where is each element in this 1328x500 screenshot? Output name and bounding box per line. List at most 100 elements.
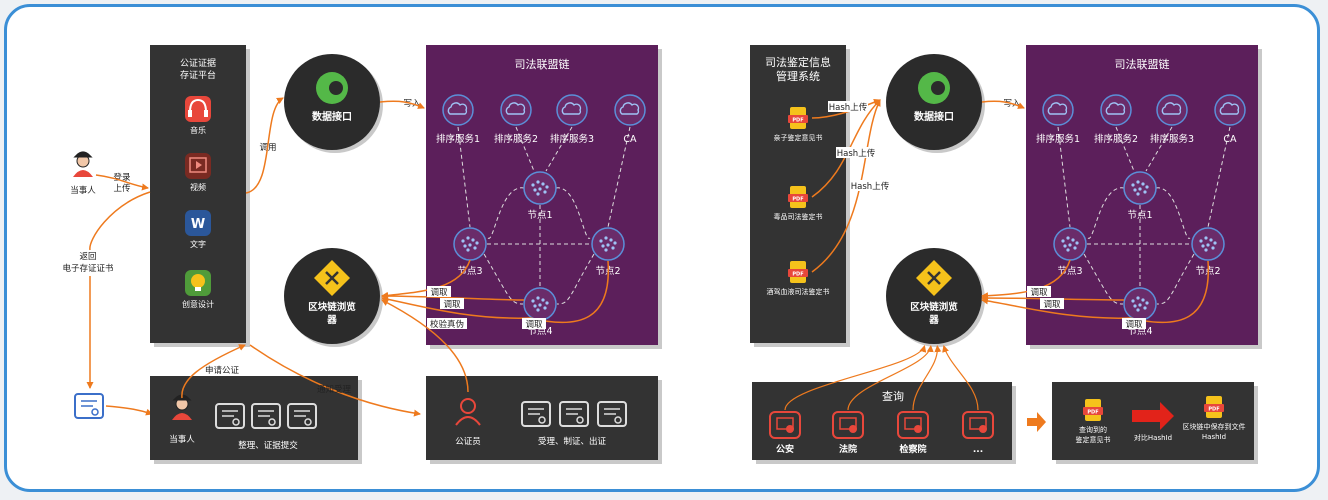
pdf-doc-label: 毒品司法鉴定书: [774, 212, 823, 221]
agency-police-frame: [769, 411, 801, 439]
right-node-icon: [1123, 171, 1157, 205]
video-frame: [189, 157, 207, 173]
agency-label: 公安: [776, 443, 794, 455]
lightbulb-base: [195, 287, 201, 291]
left-diamond-x: [325, 271, 339, 285]
right-node-icon-dot: [1138, 187, 1142, 191]
queried-pdf-icon-band: [1083, 407, 1103, 415]
upload-label: 上传: [113, 183, 131, 194]
right-link-s2-n1: [1115, 126, 1135, 172]
right-node-icon-dot: [1131, 183, 1135, 187]
party-label: 当事人: [70, 185, 96, 196]
left-link-s2-n1: [515, 126, 535, 172]
right-node-icon-dot: [1136, 296, 1140, 300]
right-node-icon-dot: [1213, 241, 1217, 245]
arrow-agency-explorer: [847, 345, 934, 411]
left-service-label: 排序服务3: [550, 133, 594, 145]
headphones-band: [189, 98, 207, 113]
agency-procuratorate-badge: [914, 425, 922, 433]
arrow-party-platform: [95, 174, 149, 191]
pdf-doc-icon: PDF: [788, 186, 808, 208]
left-service-cloud-icon: [556, 94, 588, 126]
agency-court-frame: [832, 411, 864, 439]
right-node-icon-dot: [1141, 298, 1145, 302]
read-label: 调取: [1043, 300, 1061, 310]
right-node-icon: [1053, 227, 1087, 261]
arrow-notary-explorer: [381, 299, 469, 393]
pdf-doc-icon-band: [788, 194, 808, 202]
lightbulb-bulb: [191, 274, 205, 288]
agency-procuratorate-screen: [904, 417, 922, 430]
right-explorer-label: 区块链浏览: [910, 301, 958, 313]
platform-item-label: 音乐: [190, 125, 206, 135]
right-node-icon-dot: [1061, 239, 1065, 243]
left-node-icon-dot: [541, 298, 545, 302]
left-service-cloud-icon: [614, 94, 646, 126]
left-node-icon-dot: [538, 187, 542, 191]
read-label-bg: [1040, 298, 1064, 309]
right-node-icon-dot: [1209, 238, 1213, 242]
right-service-label: 排序服务1: [1036, 133, 1080, 145]
left-service-cloud-icon-ring: [614, 94, 646, 126]
left-node-icon-dot: [604, 248, 608, 252]
right-node-icon-dot: [1071, 238, 1075, 242]
left-node-icon-dot: [609, 238, 613, 242]
left-service-cloud-icon: [442, 94, 474, 126]
left-node-icon-dot: [463, 244, 467, 248]
read-label-bg: [440, 298, 464, 309]
right-service-cloud-icon: [1156, 94, 1188, 126]
notary-doc-icon-seal: [614, 416, 622, 424]
evidence-doc-icon-seal: [232, 418, 240, 426]
left-link-s1-n3: [457, 126, 471, 228]
arrow-interface-chain-right: [981, 100, 1025, 109]
agency-procuratorate-frame: [897, 411, 929, 439]
left-node-icon-dot: [538, 303, 542, 307]
notary-person-icon: [455, 398, 481, 426]
platform-item-label: 文字: [190, 239, 206, 249]
right-data-interface: 数据接口: [886, 54, 985, 153]
left-node-icon-dot: [541, 182, 545, 186]
right-node-icon-dot: [1066, 236, 1070, 240]
verify-label-bg: [427, 318, 467, 329]
right-service-cloud-icon-glyph: [1161, 102, 1182, 115]
notary-doc-icon-frame: [559, 401, 589, 427]
platform-video-icon: [185, 153, 211, 179]
left-node-icon: [523, 287, 557, 321]
agency-police-badge: [786, 425, 794, 433]
left-service-label: CA: [623, 134, 637, 145]
agency-court-icon: [832, 411, 864, 439]
orange-arrow-icon: [1027, 412, 1046, 432]
agency-court-badge: [849, 425, 857, 433]
right-node-icon-dot: [1068, 243, 1072, 247]
right-node-label: 节点1: [1127, 210, 1152, 221]
certificate-icon: [74, 393, 104, 419]
left-chain-title: 司法联盟链: [515, 57, 570, 71]
agency-more-badge: [979, 425, 987, 433]
stored-pdf-icon-text: PDF: [1208, 407, 1219, 413]
apply-label: 申请公证: [205, 365, 240, 376]
right-service-label: 排序服务2: [1094, 133, 1138, 145]
right-service-label: 排序服务3: [1150, 133, 1194, 145]
compare-arrow-icon: [1132, 402, 1174, 430]
agency-label: 法院: [839, 443, 857, 455]
evidence-doc-icon-seal: [268, 418, 276, 426]
left-node-icon-dot: [536, 180, 540, 184]
left-explorer-label: 区块链浏览: [308, 301, 356, 313]
read-label-bg: [522, 318, 546, 329]
left-node-icon-dot: [611, 246, 615, 250]
headphones-cup: [188, 110, 192, 117]
agency-court-screen: [839, 417, 857, 430]
left-node-icon-dot: [543, 306, 547, 310]
right-node-icon: [1191, 227, 1225, 261]
left-node-icon-dot: [606, 243, 610, 247]
right-node-icon-dot: [1211, 246, 1215, 250]
left-node-icon-dot: [543, 190, 547, 194]
left-node-icon-dot: [531, 183, 535, 187]
left-link-s3-n1: [545, 126, 573, 172]
headphones-cup: [204, 110, 208, 117]
notary-panel: [426, 376, 658, 460]
left-node-icon-dot: [475, 241, 479, 245]
